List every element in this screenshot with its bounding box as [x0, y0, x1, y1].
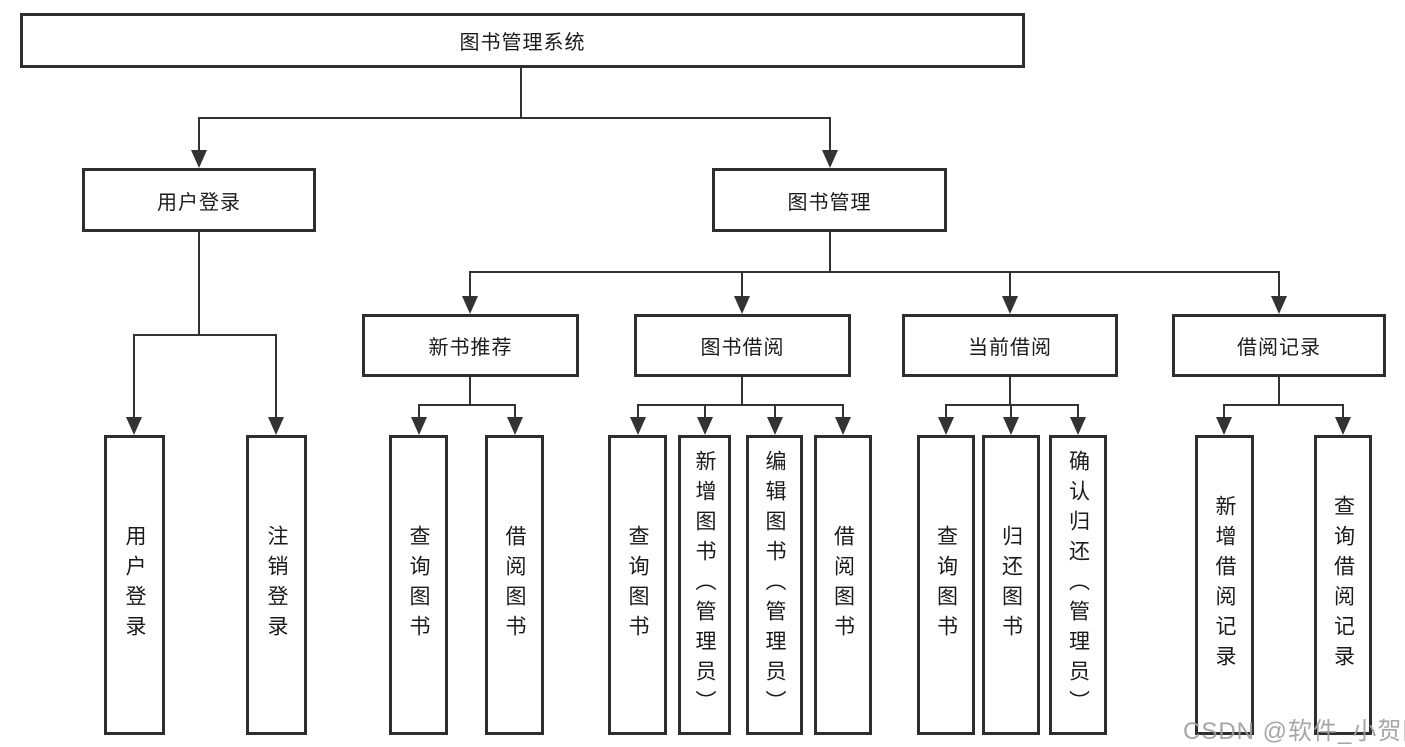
leaf-label: 查询图书 [407, 525, 430, 645]
leaf-user-login: 用户登录 [104, 435, 165, 735]
connector-line [198, 232, 200, 336]
connector-line [741, 377, 743, 406]
connector-line [514, 404, 516, 420]
connector-line [469, 271, 1280, 273]
leaf-label: 确认归还（管理员） [1066, 450, 1090, 720]
arrow-down-icon [507, 417, 523, 435]
connector-line [133, 334, 277, 336]
leaf-return-books: 归还图书 [982, 435, 1040, 735]
arrow-down-icon [697, 417, 713, 435]
arrow-down-icon [734, 296, 750, 314]
arrow-down-icon [1003, 417, 1019, 435]
leaf-label: 新增借阅记录 [1213, 495, 1236, 675]
connector-line [945, 404, 947, 420]
arrow-down-icon [822, 150, 838, 168]
arrow-down-icon [1002, 296, 1018, 314]
leaf-label: 用户登录 [123, 525, 146, 645]
connector-line [1009, 377, 1011, 406]
connector-line [1223, 404, 1343, 406]
connector-line [198, 117, 831, 119]
leaf-label: 归还图书 [999, 525, 1023, 645]
leaf-label: 借阅图书 [503, 525, 526, 645]
leaf-label: 查询图书 [626, 525, 649, 645]
connector-line [1342, 404, 1344, 420]
arrow-down-icon [1335, 417, 1351, 435]
leaf-label: 新增图书（管理员） [693, 450, 716, 720]
arrow-down-icon [630, 417, 646, 435]
connector-line [1223, 404, 1225, 420]
connector-line [1077, 404, 1079, 420]
node-borrowing-records: 借阅记录 [1172, 314, 1386, 377]
arrow-down-icon [268, 417, 284, 435]
leaf-add-borrow-record: 新增借阅记录 [1195, 435, 1254, 735]
connector-line [1009, 271, 1011, 299]
connector-line [829, 232, 831, 273]
leaf-label: 查询图书 [934, 525, 958, 645]
node-user-login: 用户登录 [82, 168, 316, 232]
connector-line [520, 68, 522, 118]
node-book-management: 图书管理 [712, 168, 947, 232]
connector-line [133, 334, 135, 420]
connector-line [637, 404, 843, 406]
connector-line [469, 377, 471, 406]
connector-line [1278, 271, 1280, 299]
connector-line [198, 117, 200, 152]
node-book-borrowing: 图书借阅 [634, 314, 851, 377]
connector-line [842, 404, 844, 420]
arrow-down-icon [1271, 296, 1287, 314]
connector-line [1010, 404, 1012, 420]
arrow-down-icon [1216, 417, 1232, 435]
leaf-query-books-borrow: 查询图书 [608, 435, 667, 735]
leaf-label: 注销登录 [265, 525, 288, 645]
leaf-query-books-current: 查询图书 [917, 435, 975, 735]
leaf-query-borrow-record: 查询借阅记录 [1314, 435, 1372, 735]
connector-line [637, 404, 639, 420]
connector-line [829, 117, 831, 152]
leaf-label: 编辑图书（管理员） [763, 450, 786, 720]
leaf-borrow-books: 借阅图书 [814, 435, 872, 735]
leaf-query-books-recommend: 查询图书 [389, 435, 448, 735]
leaf-borrow-books-recommend: 借阅图书 [485, 435, 544, 735]
node-root: 图书管理系统 [20, 13, 1025, 68]
leaf-label: 查询借阅记录 [1331, 495, 1355, 675]
connector-line [469, 271, 471, 299]
connector-line [741, 271, 743, 299]
leaf-confirm-return-admin: 确认归还（管理员） [1049, 435, 1107, 735]
connector-line [704, 404, 706, 420]
arrow-down-icon [411, 417, 427, 435]
connector-line [774, 404, 776, 420]
leaf-edit-book-admin: 编辑图书（管理员） [746, 435, 803, 735]
arrow-down-icon [1070, 417, 1086, 435]
csdn-watermark: CSDN @软件_小贺同学 [1183, 718, 1405, 745]
arrow-down-icon [938, 417, 954, 435]
arrow-down-icon [767, 417, 783, 435]
arrow-down-icon [126, 417, 142, 435]
leaf-label: 借阅图书 [831, 525, 855, 645]
connector-line [418, 404, 516, 406]
node-current-borrowing: 当前借阅 [902, 314, 1118, 377]
node-new-book-recommendation: 新书推荐 [362, 314, 579, 377]
leaf-add-book-admin: 新增图书（管理员） [678, 435, 731, 735]
connector-line [418, 404, 420, 420]
connector-line [275, 334, 277, 420]
leaf-logout: 注销登录 [246, 435, 307, 735]
arrow-down-icon [462, 296, 478, 314]
connector-line [1278, 377, 1280, 406]
arrow-down-icon [835, 417, 851, 435]
arrow-down-icon [191, 150, 207, 168]
